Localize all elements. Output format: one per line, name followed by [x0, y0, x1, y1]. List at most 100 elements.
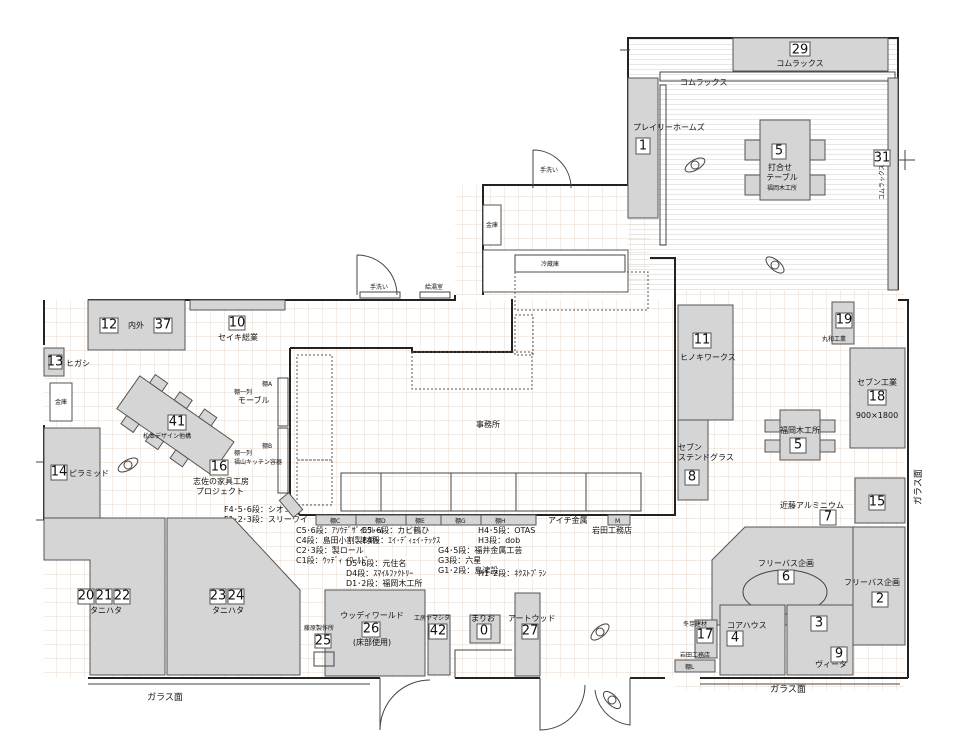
booth-label: タニハタ	[90, 606, 122, 615]
booth-label: フリーバス企画	[844, 577, 900, 587]
listing-line: C4段：島田小割製材所	[296, 535, 379, 545]
booth-number: 29	[792, 43, 809, 58]
shelf-label: 棚G	[455, 517, 466, 525]
shelf-label: 棚L	[685, 663, 695, 671]
booth-label: 松本デザイン他構	[143, 432, 191, 440]
booth-number: 25	[315, 634, 332, 649]
booth-label: 近藤アルミニウム	[780, 500, 844, 510]
person-icon	[765, 256, 785, 274]
shelf-label: 岩田工務店	[592, 525, 632, 535]
booth-number: 12	[101, 318, 118, 333]
shelf-strip: 棚C 棚D 棚E 棚G 棚H M アイチ金属 岩田工務店	[278, 492, 632, 535]
listing-line: D5･6段：元住名	[346, 558, 406, 568]
room-label: コムラックス	[680, 78, 727, 87]
booth-label: 工房ヤマシタ	[414, 614, 450, 622]
booth-number: 21	[96, 589, 113, 604]
listing-line: D4段：ｽﾏｲﾙﾌｧｸﾄﾘｰ	[346, 568, 413, 578]
kitchen-area: 金庫 冷蔵庫 手洗い 手洗い 給湯室	[189, 149, 649, 356]
booth-label: 900×1800	[856, 411, 898, 420]
booth-label: コムラックス	[776, 59, 823, 68]
room-label: 金庫	[486, 221, 498, 229]
booth-label: タニハタ	[212, 606, 244, 615]
listing-line: C1段：ｳｯﾃﾞｨ ｲﾜｰﾙﾄﾞ	[296, 555, 369, 565]
listing-line: H1･2段：ﾈｸｽﾄﾌﾟﾗﾝ	[478, 568, 546, 578]
shelf-label: 岩田工務店	[680, 651, 710, 659]
booth-number: 2	[876, 592, 884, 607]
booth-number: 26	[363, 622, 380, 637]
booth-number: 1	[639, 139, 647, 154]
booth-label: フリーバス企画	[758, 558, 814, 568]
booth-number: 5	[794, 438, 802, 453]
booth-label: 福岡木工所	[767, 184, 797, 192]
person-icons	[117, 157, 785, 710]
booth-label: テーブル	[766, 172, 798, 182]
shelf-label: 棚A	[262, 380, 273, 388]
room-label: 冷蔵庫	[541, 260, 559, 268]
shelf-label: 棚一列	[234, 449, 252, 457]
listing-line: C2･3段：製ロール	[296, 545, 364, 555]
shelf-label: F1･2･3段：スリーワイ	[224, 514, 308, 524]
booth-number: 23	[210, 589, 227, 604]
booth-number: 0	[480, 624, 488, 639]
room-label: 金庫	[55, 398, 67, 406]
booth-label: 丸和工業	[822, 335, 846, 343]
listing-line: H3段：dob	[478, 535, 520, 545]
booth-label: ヒガシ	[66, 358, 90, 368]
room-label: ガラス面	[147, 692, 183, 703]
booth-number: 27	[522, 624, 539, 639]
booth-number: 13	[47, 355, 64, 370]
booth-number: 9	[835, 647, 843, 662]
booth-label: 冬芽建材	[683, 620, 707, 628]
booth-number: 18	[869, 390, 886, 405]
room-label: 手洗い	[540, 166, 558, 174]
shelf-label: M	[615, 518, 620, 525]
shelf-label: 棚B	[262, 442, 272, 450]
booth-number: 41	[169, 415, 186, 430]
booth-label: コアハウス	[727, 621, 767, 630]
listing-line: C5･6段：ｱｿｳﾃﾞｻﾞｲﾝﾌﾚｰﾑ	[296, 525, 384, 535]
booth-number: 6	[782, 570, 790, 585]
booth-label: 福岡木工所	[780, 425, 820, 435]
shelf-label: 棚D	[375, 517, 386, 525]
booth-label: セイキ総業	[218, 332, 258, 342]
booth-number: 10	[229, 316, 246, 331]
shelf-label: 棚C	[330, 517, 340, 525]
booth-number: 42	[430, 624, 447, 639]
booth-label: 内外	[128, 320, 144, 330]
booth-number: 14	[51, 465, 68, 480]
shelf-listing: C5･6段：ｱｿｳﾃﾞｻﾞｲﾝﾌﾚｰﾑ C4段：島田小割製材所 C2･3段：製ロ…	[296, 525, 546, 588]
left-area: 12 内外 37 10 セイキ総業 13 ヒガシ 金庫 14 ピラミッド 41 …	[36, 299, 308, 524]
booth-number: 7	[824, 510, 832, 525]
right-area: 11 ヒノキワークス 8 セブン ステンドグラス 19 丸和工業 18 セブン工…	[674, 301, 924, 695]
shelf-label: アイチ金属	[548, 515, 588, 525]
booth-label: アートウッド	[508, 614, 556, 623]
listing-line: E5･6段：カビ鶴ひ	[362, 525, 429, 535]
person-icon	[590, 623, 610, 641]
booth-number: 3	[815, 616, 823, 631]
shelf-label: 棚H	[495, 517, 506, 525]
booth-label: コムラックス	[879, 164, 886, 200]
booth-number: 5	[775, 144, 783, 159]
booth-number: 16	[211, 460, 228, 475]
room-label: ガラス面	[913, 469, 924, 505]
room-label: 事務所	[476, 419, 500, 429]
booth-label: ヒノキワークス	[680, 353, 736, 362]
booth-label: プレイリーホームズ	[633, 122, 705, 132]
booth-number: 24	[228, 589, 245, 604]
person-icon	[602, 690, 622, 710]
booth-number: 31	[874, 151, 891, 166]
booth-label: ピラミッド	[69, 469, 109, 478]
room-label: ガラス面	[770, 684, 806, 695]
shelf-label: モーブル	[238, 395, 270, 405]
booth-number: 4	[731, 631, 739, 646]
shelf-label: F4･5･6段：シオン	[224, 504, 292, 514]
shelf-label: 棚一列	[234, 388, 252, 396]
booth-label: 藤原製作所	[304, 624, 334, 632]
booth-label: ウッディワールド	[340, 610, 403, 620]
shelf-label: 福山キッチン容器	[234, 458, 282, 466]
booth-number: 22	[114, 589, 131, 604]
listing-line: G4･5段：福井金属工芸	[438, 545, 522, 555]
booth-label: (床部使用)	[353, 637, 391, 647]
person-icon	[117, 457, 139, 473]
